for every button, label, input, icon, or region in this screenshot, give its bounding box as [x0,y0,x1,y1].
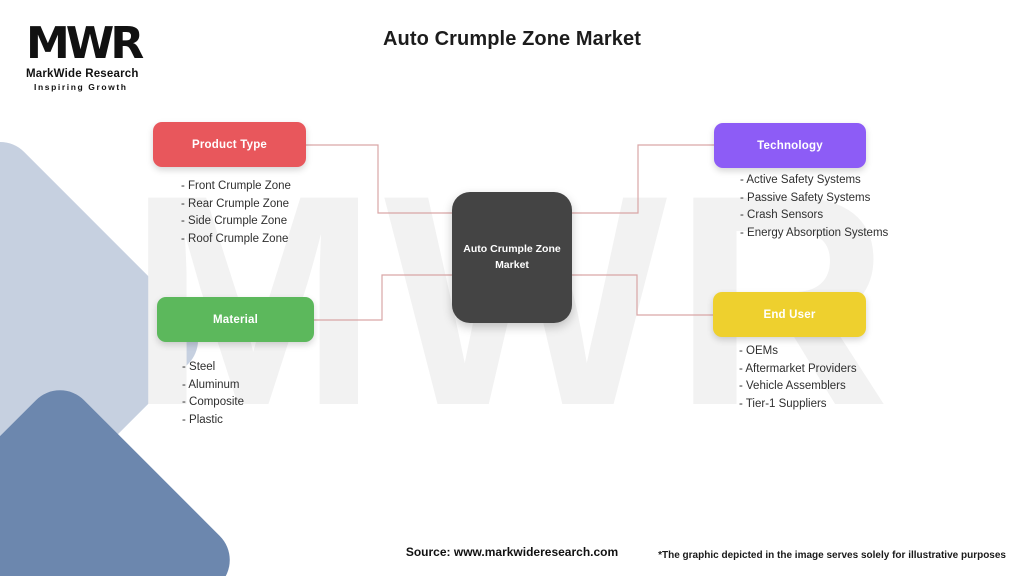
logo-tagline: Inspiring Growth [34,82,128,92]
connector-product-type [306,144,452,214]
list-item: - Active Safety Systems [740,174,861,186]
connector-material [314,274,452,321]
node-product-type[interactable]: Product Type [153,122,306,167]
list-item: - Passive Safety Systems [740,191,871,204]
connector-technology [572,144,714,214]
list-item: - Rear Crumple Zone [181,197,290,210]
list-item: - Tier-1 Suppliers [739,397,827,410]
list-item: - Aluminum [182,378,240,391]
item-list-technology: - Active Safety Systems - Passive Safety… [740,172,888,242]
list-item: - Crash Sensors [740,209,824,222]
list-item: - Energy Absorption Systems [740,226,889,239]
list-item: - Aftermarket Providers [739,362,857,375]
list-item: - Side Crumple Zone [181,215,288,228]
node-center-label: Auto Crumple Zone Market [463,243,561,271]
node-material[interactable]: Material [157,297,314,342]
node-end-user-label: End User [763,308,816,321]
node-end-user[interactable]: End User [713,292,866,337]
brand-logo: MWR MarkWide Research Inspiring Growth [20,18,230,93]
node-product-type-label: Product Type [191,138,268,151]
connector-end-user [572,274,713,316]
list-item: - Plastic [182,413,223,426]
list-item: - Steel [182,361,216,373]
disclaimer-text: *The graphic depicted in the image serve… [658,550,1006,561]
item-list-material: - Steel - Aluminum - Composite - Plastic [182,359,244,429]
node-technology-label: Technology [757,139,823,152]
node-material-label: Material [212,313,259,326]
node-center-market[interactable]: Auto Crumple Zone Market [452,192,572,323]
list-item: - Composite [182,396,244,409]
page-title: Auto Crumple Zone Market [383,28,641,50]
logo-mark-icon: MWR [26,18,144,69]
list-item: - Front Crumple Zone [181,180,291,192]
list-item: - Vehicle Assemblers [739,380,846,393]
list-item: - OEMs [739,345,778,357]
item-list-end-user: - OEMs - Aftermarket Providers - Vehicle… [739,343,857,413]
logo-company-name: MarkWide Research [26,68,139,80]
node-technology[interactable]: Technology [714,123,866,168]
source-credit: Source: www.markwideresearch.com [405,545,619,559]
list-item: - Roof Crumple Zone [181,232,289,245]
item-list-product-type: - Front Crumple Zone - Rear Crumple Zone… [181,178,291,248]
